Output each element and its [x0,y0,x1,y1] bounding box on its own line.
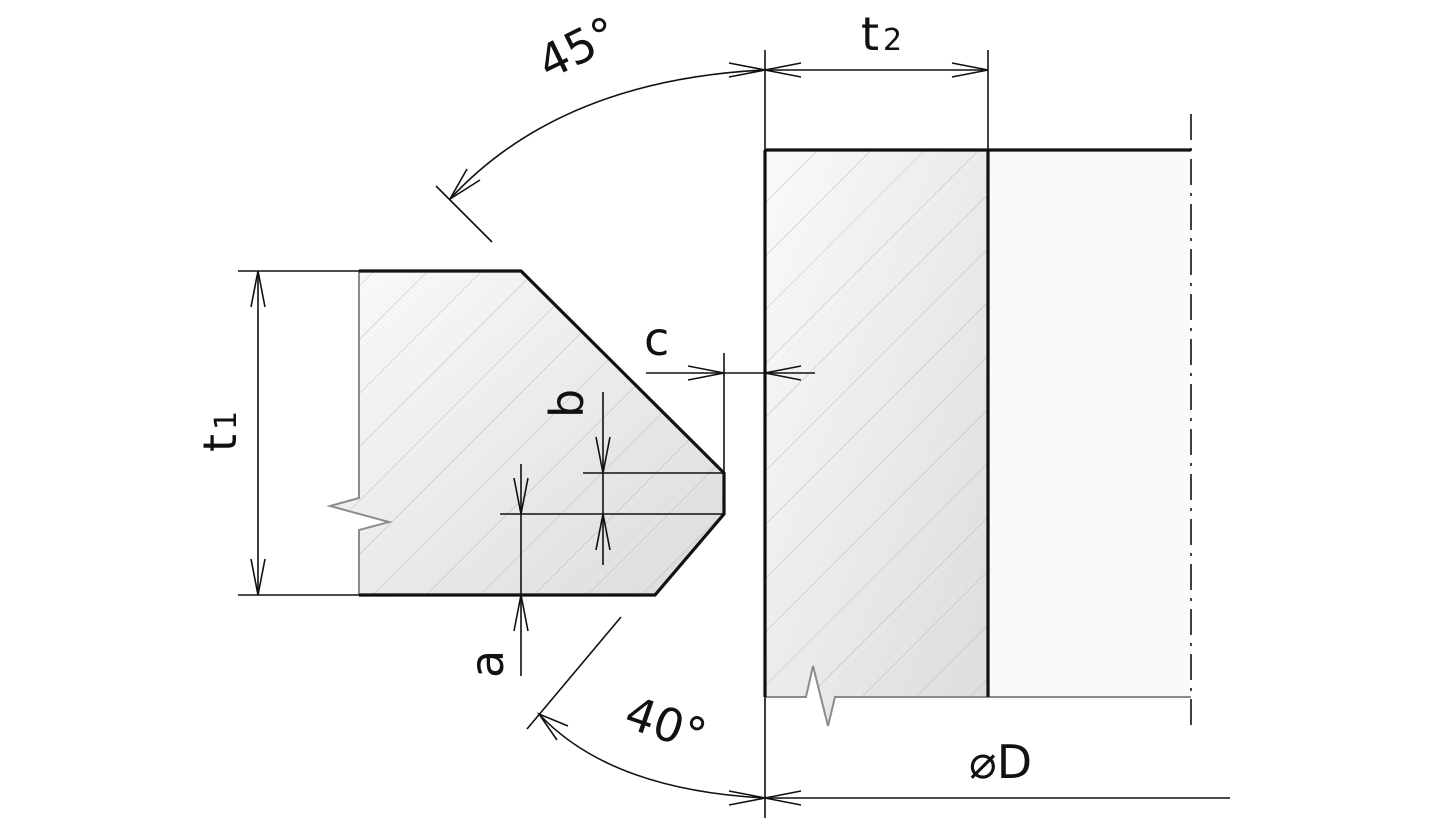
angle-45-dimension [449,62,766,200]
label-angle-45: 45° [529,6,626,90]
left-plate-outline [359,269,726,597]
dimension-t1 [250,270,266,596]
label-diameter: ⌀D [969,735,1032,789]
dimension-a [513,464,529,676]
dimension-diameter [764,790,1230,806]
left-plate [326,269,726,597]
left-break-line [326,271,393,595]
label-t1: t1 [193,411,247,452]
right-break-line [765,665,1191,727]
dimension-b [595,392,611,565]
label-t1-main: t [193,434,247,452]
label-t2-sub: 2 [883,23,902,58]
label-b: b [540,389,594,418]
dimension-t2 [764,62,989,78]
dimension-c [646,365,815,381]
label-t2-main: t [861,7,879,61]
label-a: a [460,650,514,678]
label-t1-sub: 1 [209,411,244,430]
label-angle-40: 40° [618,685,713,763]
label-c: c [644,312,669,366]
right-part [763,114,1192,733]
